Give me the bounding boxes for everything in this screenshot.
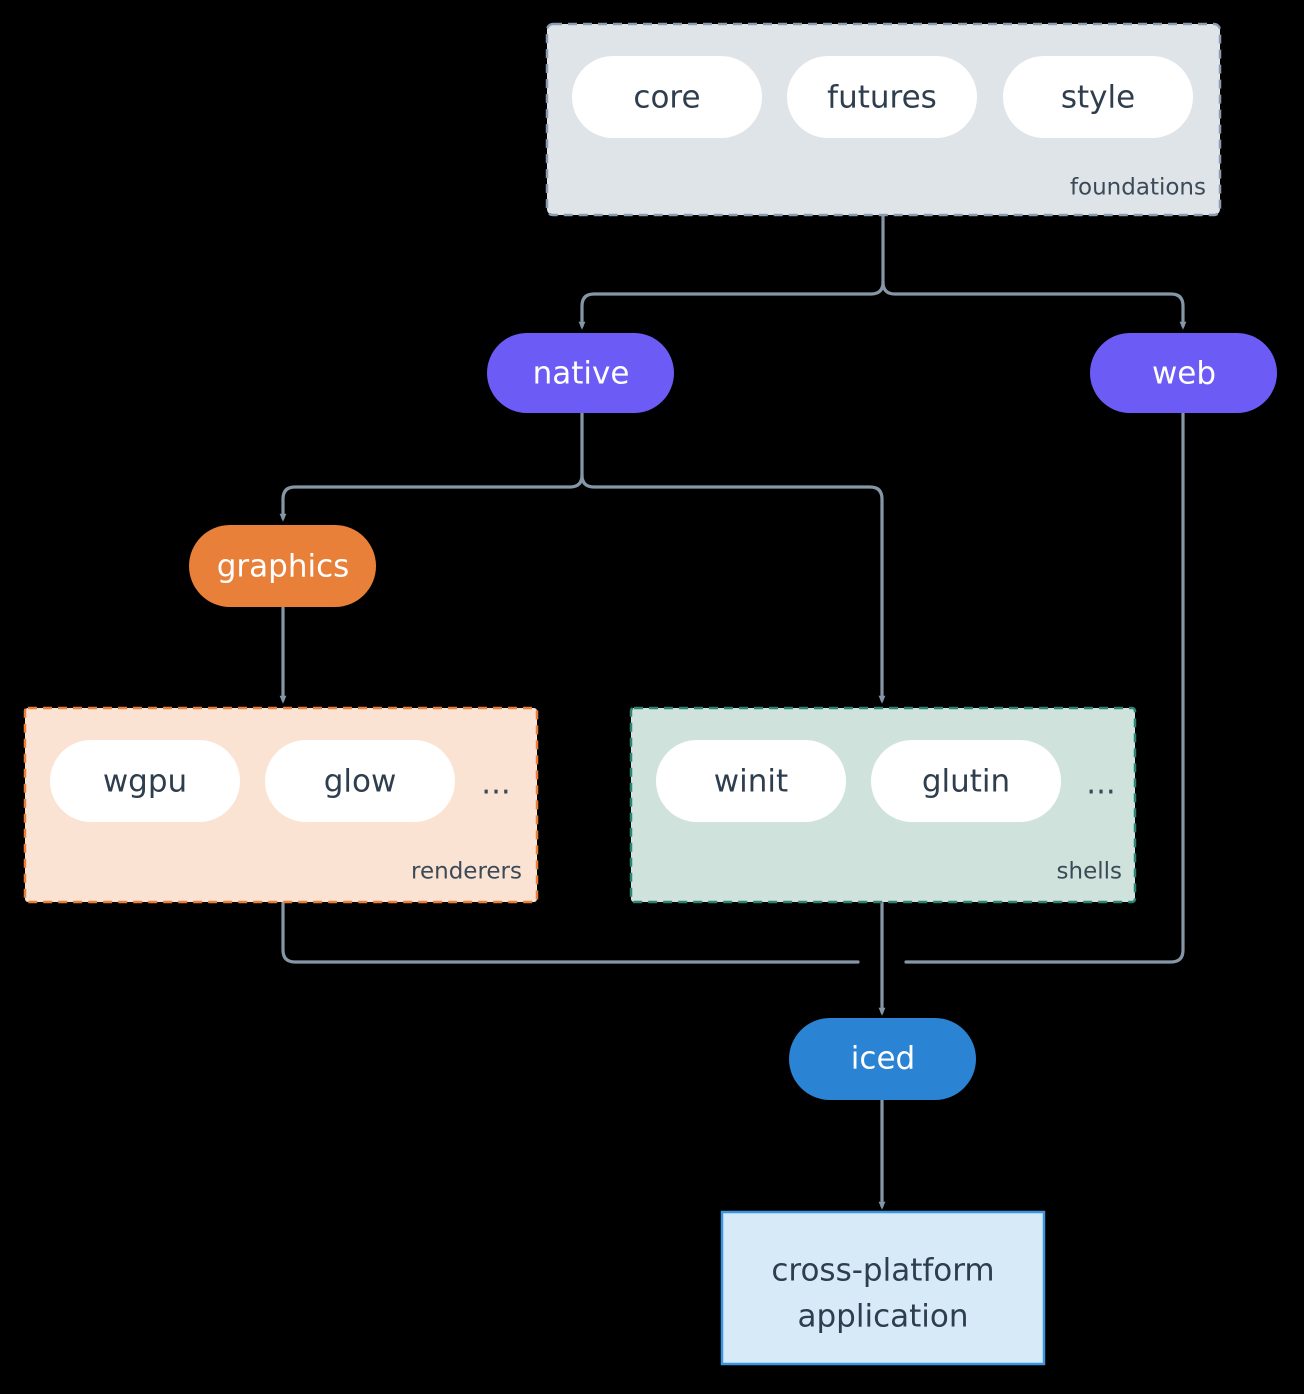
- node-native[interactable]: native: [487, 333, 674, 413]
- node-graphics-label: graphics: [217, 549, 350, 585]
- pill-futures-label: futures: [827, 80, 937, 116]
- node-graphics[interactable]: graphics: [189, 525, 376, 607]
- output-box-cross-platform-application[interactable]: cross-platform application: [720, 1210, 1046, 1366]
- node-web[interactable]: web: [1090, 333, 1277, 413]
- node-graphics-shape: [189, 525, 376, 607]
- node-web-label: web: [1152, 356, 1216, 392]
- pill-style-label: style: [1061, 80, 1135, 116]
- edge-layer: [279, 213, 1187, 1210]
- group-foundations[interactable]: core futures style foundations: [545, 22, 1222, 217]
- node-web-shape: [1090, 333, 1277, 413]
- pill-wgpu-label: wgpu: [103, 764, 187, 800]
- group-shells-label: shells: [1057, 859, 1122, 885]
- group-renderers[interactable]: wgpu glow ... renderers: [23, 706, 539, 904]
- node-iced-shape: [789, 1018, 976, 1100]
- shells-ellipsis: ...: [1086, 766, 1116, 802]
- pill-style-shape: [1003, 56, 1193, 138]
- pill-style[interactable]: style: [1003, 56, 1193, 138]
- pill-futures-shape: [787, 56, 977, 138]
- pill-core-label: core: [633, 80, 700, 116]
- pill-winit-label: winit: [714, 764, 788, 800]
- node-iced-label: iced: [851, 1041, 915, 1077]
- pill-futures[interactable]: futures: [787, 56, 977, 138]
- node-native-label: native: [533, 356, 630, 392]
- output-box-shape: [720, 1210, 1046, 1366]
- edge-native-to-shells: [580, 473, 886, 704]
- pill-glutin-shape: [871, 740, 1061, 822]
- edge-web-to-iced: [904, 411, 1185, 964]
- output-box-line1: cross-platform: [771, 1253, 994, 1289]
- pill-glow[interactable]: glow: [265, 740, 455, 822]
- pill-core-shape: [572, 56, 762, 138]
- edge-foundations-to-web: [881, 280, 1187, 330]
- output-box-line2: application: [798, 1299, 969, 1335]
- edge-native-to-graphics: [279, 473, 584, 522]
- node-native-shape: [487, 333, 674, 413]
- pill-wgpu-shape: [50, 740, 240, 822]
- group-shells[interactable]: winit glutin ... shells: [629, 706, 1137, 904]
- pill-wgpu[interactable]: wgpu: [50, 740, 240, 822]
- group-renderers-label: renderers: [411, 859, 522, 885]
- pill-core[interactable]: core: [572, 56, 762, 138]
- edge-foundations-to-native: [578, 280, 885, 330]
- node-iced[interactable]: iced: [789, 1018, 976, 1100]
- pill-winit-shape: [656, 740, 846, 822]
- pill-glutin-label: glutin: [922, 764, 1010, 800]
- pill-glow-shape: [265, 740, 455, 822]
- group-foundations-label: foundations: [1070, 175, 1206, 201]
- pill-glow-label: glow: [324, 764, 397, 800]
- renderers-ellipsis: ...: [481, 766, 511, 802]
- pill-glutin[interactable]: glutin: [871, 740, 1061, 822]
- pill-winit[interactable]: winit: [656, 740, 846, 822]
- edge-renderers-to-iced: [281, 901, 860, 964]
